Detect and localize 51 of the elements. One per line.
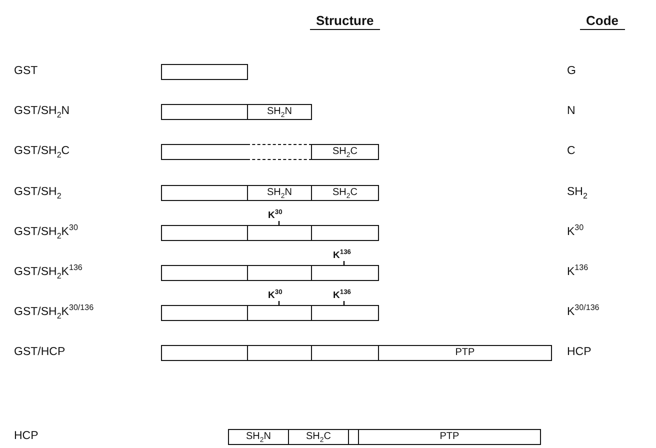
domain-segment bbox=[161, 345, 248, 361]
domain-segment bbox=[247, 104, 312, 120]
construct-name: GST/SH$_{2}$ bbox=[14, 187, 62, 198]
domain-segment bbox=[247, 305, 312, 321]
deleted-region bbox=[247, 144, 312, 160]
domain-segment bbox=[311, 305, 379, 321]
domain-segment bbox=[311, 185, 379, 201]
domain-segment bbox=[311, 345, 379, 361]
site-label: K$^{30}$ bbox=[268, 211, 282, 220]
domain-label: SH$_{2}$C bbox=[306, 432, 332, 442]
domain-segment bbox=[378, 345, 552, 361]
domain-segment bbox=[247, 345, 312, 361]
site-label: K$^{136}$ bbox=[333, 291, 351, 300]
domain-segment bbox=[311, 265, 379, 281]
domain-segment bbox=[161, 265, 248, 281]
domain-segment bbox=[358, 429, 541, 445]
domain-segment bbox=[311, 144, 379, 160]
domain-segment bbox=[247, 225, 312, 241]
domain-segment bbox=[161, 144, 248, 160]
site-label: K$^{136}$ bbox=[333, 251, 351, 260]
domain-segment bbox=[247, 265, 312, 281]
domain-segment bbox=[348, 429, 359, 445]
construct-code: SH$_{2}$ bbox=[567, 187, 588, 198]
domain-label: SH$_{2}$C bbox=[332, 147, 358, 157]
domain-label: SH$_{2}$C bbox=[332, 188, 358, 198]
site-label: K$^{30}$ bbox=[268, 291, 282, 300]
construct-name: GST/SH$_{2}$N bbox=[14, 106, 70, 118]
domain-segment bbox=[161, 225, 248, 241]
domain-label: PTP bbox=[455, 348, 475, 358]
domain-label: PTP bbox=[440, 432, 460, 442]
construct-code: C bbox=[567, 146, 576, 158]
domain-label: SH$_{2}$N bbox=[266, 188, 292, 198]
domain-segment bbox=[161, 185, 248, 201]
construct-code: G bbox=[567, 66, 576, 78]
construct-name: GST/HCP bbox=[14, 347, 66, 358]
construct-code: HCP bbox=[567, 347, 592, 358]
construct-name: GST/SH$_{2}$C bbox=[14, 146, 70, 158]
domain-segment bbox=[161, 305, 248, 321]
construct-name: HCP bbox=[14, 431, 38, 442]
domain-segment bbox=[247, 185, 312, 201]
domain-label: SH$_{2}$N bbox=[246, 432, 272, 442]
domain-segment bbox=[161, 64, 248, 80]
domain-segment bbox=[288, 429, 349, 445]
column-heading: Code bbox=[580, 14, 624, 30]
construct-code: N bbox=[567, 106, 576, 118]
column-heading: Structure bbox=[310, 14, 380, 30]
construct-name: GST bbox=[14, 66, 38, 78]
domain-segment bbox=[311, 225, 379, 241]
domain-segment bbox=[161, 104, 248, 120]
domain-label: SH$_{2}$N bbox=[266, 107, 292, 117]
domain-segment bbox=[228, 429, 289, 445]
